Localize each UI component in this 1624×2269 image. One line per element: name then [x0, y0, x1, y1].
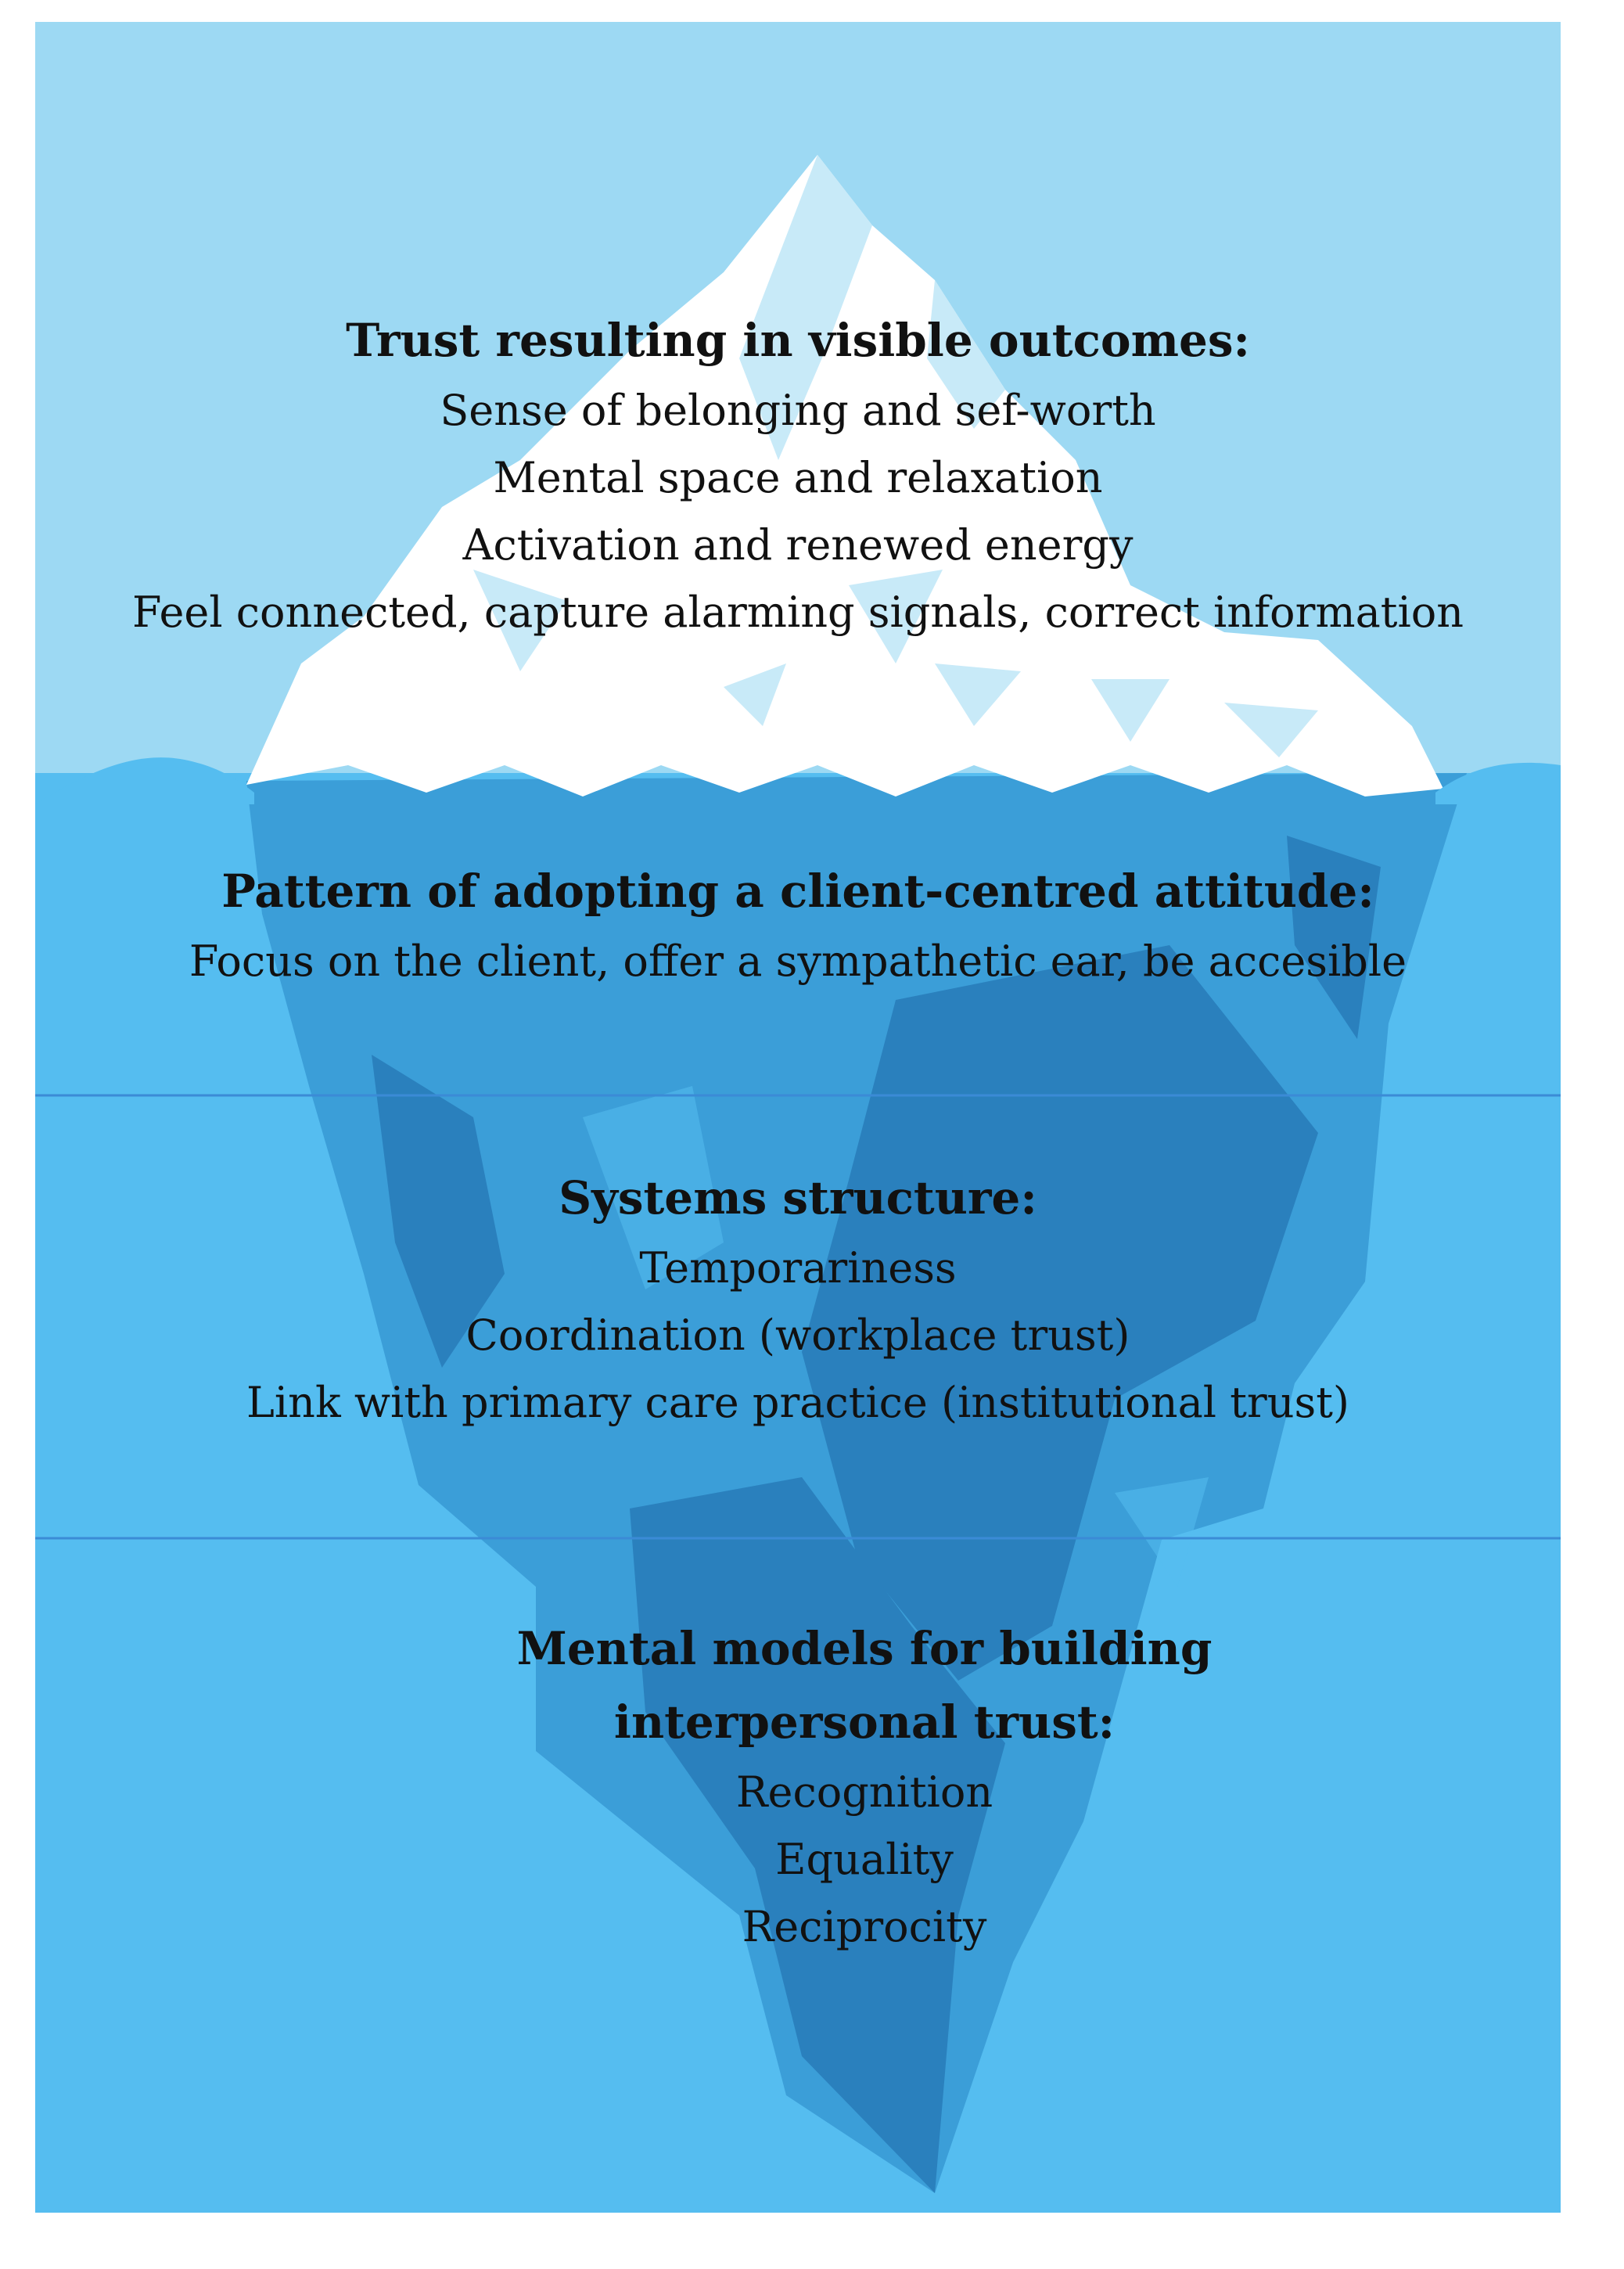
iceberg-shadow-facet — [1224, 703, 1318, 757]
level-client-centred-attitude: Pattern of adopting a client-centred att… — [35, 854, 1561, 995]
level-item: Recognition — [735, 1767, 993, 1817]
iceberg-shadow-facet — [935, 663, 1021, 726]
underwater-ice-facet — [802, 945, 1318, 1681]
level-visible-outcomes: Trust resulting in visible outcomes: Sen… — [35, 304, 1561, 646]
level-item: Reciprocity — [742, 1902, 987, 1951]
level-item: Sense of belonging and sef-worth — [440, 386, 1156, 435]
underwater-ice-facet — [630, 1477, 1005, 2193]
iceberg-shadow-facet — [849, 570, 943, 663]
water-surface-left — [35, 757, 254, 804]
level-title: interpersonal trust: — [613, 1695, 1116, 1749]
iceberg-shadow-facet — [724, 663, 786, 726]
level-item: Link with primary care practice (institu… — [246, 1378, 1349, 1427]
level-title: Systems structure: — [559, 1171, 1037, 1224]
water-surface-right — [1435, 762, 1561, 804]
level-title: Pattern of adopting a client-centred att… — [221, 865, 1374, 918]
underwater-ice-highlight — [1115, 1477, 1209, 1587]
level-item: Coordination (workplace trust) — [465, 1311, 1130, 1360]
level-title: Mental models for building — [516, 1622, 1213, 1675]
level-item: Equality — [775, 1835, 954, 1884]
underwater-ice-highlight — [583, 1086, 724, 1289]
level-title: Trust resulting in visible outcomes: — [346, 314, 1250, 367]
level-mental-models: Mental models for building interpersonal… — [180, 1612, 1549, 1961]
iceberg-diagram — [35, 22, 1561, 2213]
underwater-ice-facet — [372, 1055, 505, 1368]
underwater-ice-facet — [1287, 836, 1381, 1039]
level-systems-structure: Systems structure: Temporariness Coordin… — [35, 1161, 1561, 1437]
iceberg-shadow-facet — [927, 280, 1005, 429]
iceberg-tip — [246, 155, 1443, 796]
level-item: Mental space and relaxation — [493, 453, 1103, 502]
level-item: Focus on the client, offer a sympathetic… — [189, 937, 1407, 986]
iceberg-shadow-facet — [473, 570, 567, 671]
level-item: Temporariness — [639, 1243, 957, 1293]
level-item: Feel connected, capture alarming signals… — [131, 588, 1464, 637]
iceberg-shadow-facet — [739, 155, 872, 460]
level-item: Activation and renewed energy — [462, 520, 1134, 570]
iceberg-shadow-facet — [1091, 679, 1169, 742]
